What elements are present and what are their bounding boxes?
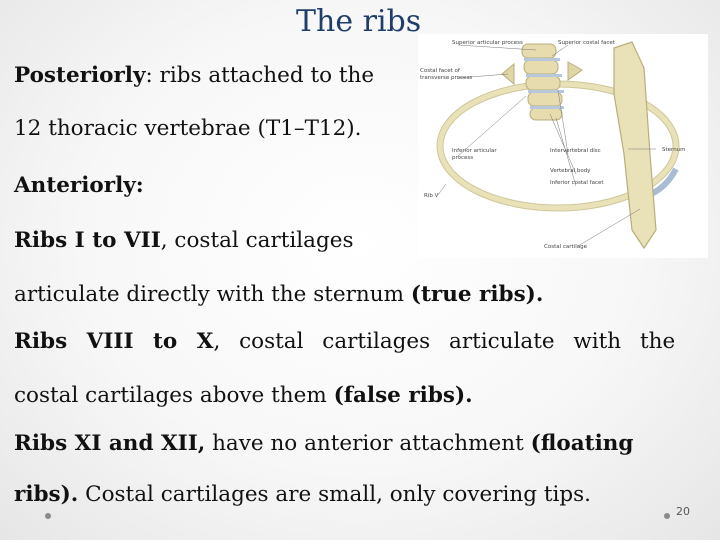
floating-ribs-term: ribs).	[14, 482, 79, 507]
false-ribs-term: (false ribs).	[333, 383, 473, 408]
label-costal-cartilage: Costal cartilage	[544, 244, 588, 250]
text-span: , costal cartilages	[160, 228, 354, 253]
text-line-8: Ribs XI and XII, have no anterior attach…	[14, 430, 633, 458]
label-sternum: Sternum	[662, 147, 686, 153]
label-inferior-articular-process: Inferior articular	[452, 148, 497, 154]
text-span: : ribs attached to the	[145, 63, 375, 88]
page-number: 20	[676, 505, 690, 518]
ribs-i-vii-term: Ribs I to VII	[14, 228, 161, 253]
rib-anatomy-figure: Superior articular process Superior cost…	[418, 34, 708, 258]
vertebral-column	[501, 43, 583, 121]
text-span: 12 thoracic vertebrae (T1–T12).	[14, 116, 362, 141]
label-costal-facet-transverse: Costal facet of	[420, 68, 461, 74]
ribs-viii-x-term: Ribs VIII to X	[14, 329, 214, 354]
label-vertebral-body: Vertebral body	[550, 168, 591, 174]
text-span: have no anterior attachment	[205, 431, 531, 456]
text-span: articulate directly with the sternum	[14, 282, 411, 307]
rib-diagram: Superior articular process Superior cost…	[420, 40, 686, 250]
text-line-7: costal cartilages above them (false ribs…	[14, 382, 473, 410]
label-rib-v: Rib V	[424, 193, 439, 199]
floating-term: (floating	[530, 431, 634, 456]
bullet-dot-left	[45, 513, 51, 519]
label-inferior-costal-facet: Inferior costal facet	[550, 180, 604, 186]
sternum-shape	[613, 41, 657, 250]
text-line-1: Posteriorly: ribs attached to the	[14, 62, 414, 90]
label-intervertebral-disc: Intervertebral disc	[550, 148, 601, 154]
ribs-xi-xii-term: Ribs XI and XII,	[14, 431, 206, 456]
text-line-5: articulate directly with the sternum (tr…	[14, 281, 543, 309]
text-line-2: 12 thoracic vertebrae (T1–T12).	[14, 115, 362, 143]
label-superior-costal-facet: Superior costal facet	[558, 40, 616, 46]
text-line-3: Anteriorly:	[14, 172, 144, 200]
slide-title: The ribs	[296, 4, 422, 39]
label-costal-facet-transverse-2: transverse process	[420, 75, 472, 81]
label-superior-articular-process: Superior articular process	[452, 40, 523, 46]
anteriorly-term: Anteriorly:	[14, 173, 144, 198]
text-span: , costal cartilages articulate with the	[213, 329, 676, 354]
bullet-dot-right	[664, 513, 670, 519]
text-line-6: Ribs VIII to X, costal cartilages articu…	[14, 328, 675, 356]
posteriorly-term: Posteriorly	[14, 63, 146, 88]
true-ribs-term: (true ribs).	[410, 282, 544, 307]
label-inferior-articular-process-2: process	[452, 155, 473, 161]
text-span: Costal cartilages are small, only coveri…	[78, 482, 591, 507]
leader-lines	[437, 44, 656, 247]
text-line-4: Ribs I to VII, costal cartilages	[14, 227, 354, 255]
text-span: costal cartilages above them	[14, 383, 334, 408]
text-line-9: ribs). Costal cartilages are small, only…	[14, 481, 591, 509]
